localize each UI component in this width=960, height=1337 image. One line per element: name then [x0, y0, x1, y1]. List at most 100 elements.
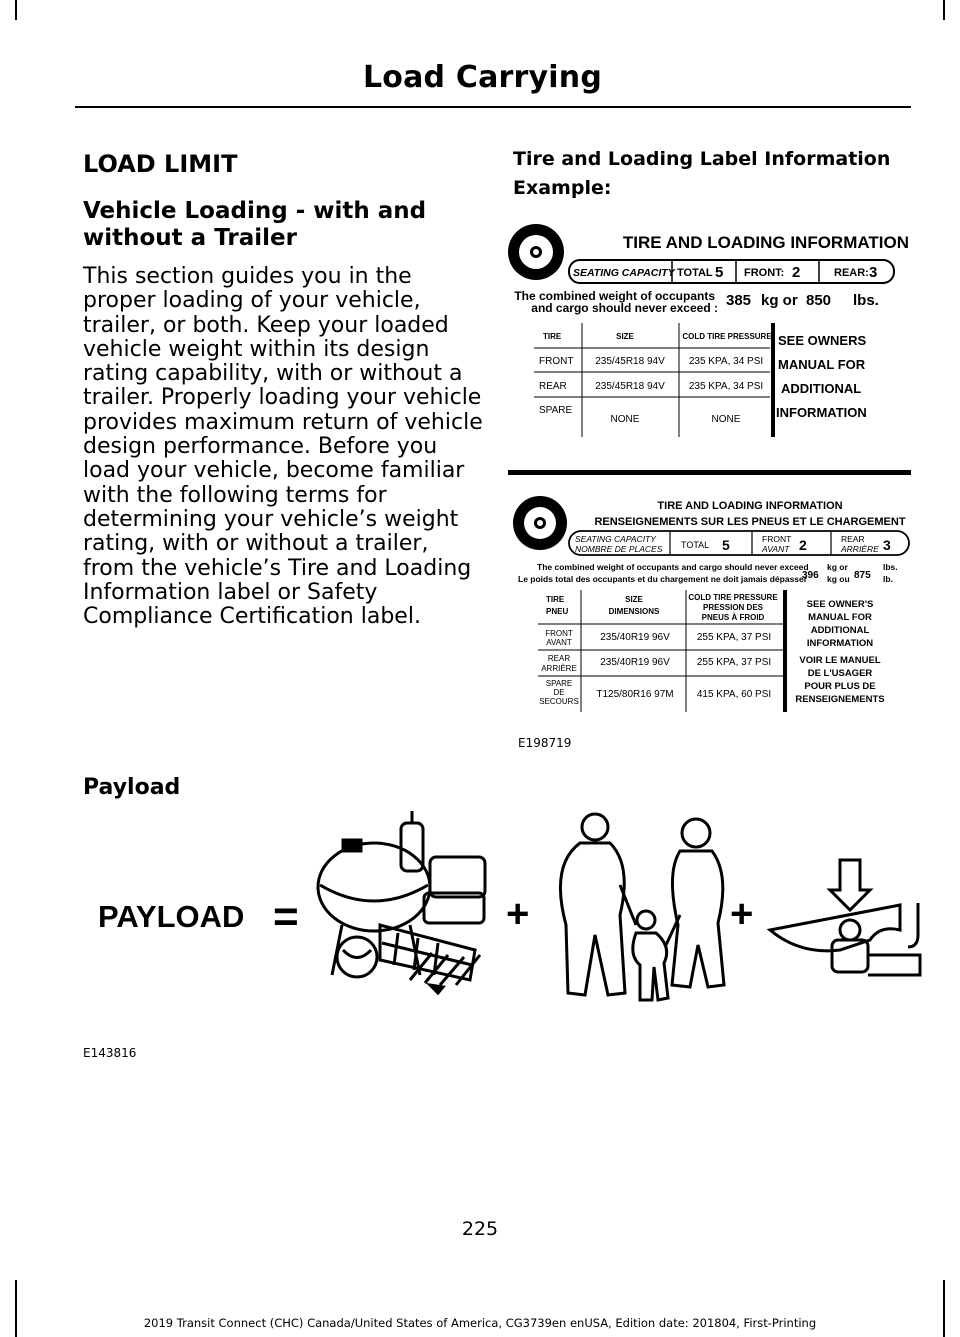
tire-icon — [513, 496, 567, 550]
see-owners-line: ADDITIONAL — [781, 381, 861, 396]
tire-loading-label-bilingual: TIRE AND LOADING INFORMATION RENSEIGNEME… — [513, 496, 910, 712]
figure-code: E198719 — [518, 736, 572, 750]
plus-sign: + — [730, 892, 753, 936]
row-tire: SPARE — [539, 405, 572, 416]
see-manual-line: INFORMATION — [807, 638, 873, 649]
lbs-en: lbs. — [883, 562, 898, 572]
front-label-en: FRONT — [762, 534, 791, 544]
col-tire-en: TIRE — [546, 595, 565, 604]
people-icon — [559, 812, 726, 1002]
seating-capacity-en: SEATING CAPACITY — [575, 534, 657, 544]
tire-loading-label-english: TIRE AND LOADING INFORMATION SEATING CAP… — [508, 224, 909, 437]
total-label: TOTAL : — [677, 267, 719, 279]
front-label: FRONT: — [744, 267, 784, 279]
payload-heading: Payload — [83, 775, 181, 800]
body-paragraph: This section guides you in the proper lo… — [83, 264, 483, 630]
front-value: 2 — [799, 537, 807, 553]
col-pressure-2: PRESSION DES — [703, 603, 764, 612]
see-owners-line: SEE OWNERS — [778, 333, 866, 348]
crop-mark — [943, 0, 945, 20]
kg-or-label: kg or — [761, 292, 798, 309]
label-info-heading: Tire and Loading Label Information — [513, 148, 891, 170]
col-size-en: SIZE — [625, 595, 643, 604]
col-pressure-1: COLD TIRE PRESSURE — [688, 593, 778, 602]
combined-weight-line2: and cargo should never exceed : — [531, 301, 718, 315]
page-number: 225 — [461, 1218, 499, 1240]
rear-value: 3 — [883, 537, 891, 553]
row-pressure: 235 KPA, 34 PSI — [689, 381, 763, 392]
trailer-hitch-icon — [766, 858, 922, 977]
max-load-lbs: 875 — [854, 570, 871, 581]
row-size: 235/45R18 94V — [595, 381, 665, 392]
see-manual-line: POUR PLUS DE — [804, 681, 875, 692]
seating-capacity-label: SEATING CAPACITY — [573, 267, 676, 279]
capacity-box — [568, 530, 910, 556]
col-size-fr: DIMENSIONS — [609, 607, 660, 616]
row-tire-fr: ARRIÈRE — [541, 664, 577, 673]
rear-value: 3 — [869, 264, 877, 281]
max-load-kg: 396 — [802, 570, 819, 581]
col-tire: TIRE — [543, 332, 562, 341]
label-divider — [508, 470, 911, 475]
figure-code: E143816 — [83, 1046, 137, 1060]
total-value: 5 — [715, 264, 723, 281]
lbs-unit: lbs. — [853, 292, 879, 309]
crop-mark — [15, 1280, 17, 1337]
row-tire: FRONT — [539, 356, 573, 367]
payload-word: PAYLOAD — [98, 899, 244, 934]
total-label: TOTAL — [681, 540, 709, 550]
row-tire-fr: SECOURS — [539, 697, 579, 706]
combined-weight-line1: The combined weight of occupants — [514, 289, 715, 303]
label-title-en: TIRE AND LOADING INFORMATION — [657, 500, 842, 512]
header-rule — [75, 106, 911, 108]
label-example-heading: Example: — [513, 177, 612, 199]
combined-weight-en: The combined weight of occupants and car… — [537, 562, 809, 572]
row-size: 235/45R18 94V — [595, 356, 665, 367]
plus-sign: + — [506, 892, 529, 936]
row-pressure: 235 KPA, 34 PSI — [689, 356, 763, 367]
row-pressure: 415 KPA, 60 PSI — [697, 689, 771, 700]
front-value: 2 — [792, 264, 800, 281]
front-label-fr: AVANT — [761, 544, 790, 554]
lb-fr: lb. — [883, 574, 893, 584]
label-title-fr: RENSEIGNEMENTS SUR LES PNEUS ET LE CHARG… — [594, 516, 905, 528]
col-size: SIZE — [616, 332, 634, 341]
equals-sign: = — [273, 892, 299, 941]
row-tire: REAR — [539, 381, 567, 392]
rear-label: REAR: — [834, 267, 869, 279]
page-header-title: Load Carrying — [362, 60, 602, 95]
row-size: NONE — [611, 414, 640, 425]
row-size: 235/40R19 96V — [600, 632, 670, 643]
row-size: 235/40R19 96V — [600, 657, 670, 668]
row-pressure: NONE — [712, 414, 741, 425]
crop-mark — [943, 1280, 945, 1337]
see-manual-line: SEE OWNER'S — [807, 599, 874, 610]
label-title: TIRE AND LOADING INFORMATION — [623, 233, 909, 252]
rear-label-en: REAR — [841, 534, 865, 544]
row-size: T125/80R16 97M — [596, 689, 673, 700]
kg-ou: kg ou — [827, 574, 850, 584]
capacity-box — [568, 259, 895, 284]
cargo-icon — [316, 811, 487, 996]
max-load-lbs: 850 — [806, 292, 831, 309]
seating-capacity-fr: NOMBRE DE PLACES — [575, 544, 663, 554]
max-load-kg: 385 — [726, 292, 751, 309]
col-pressure: COLD TIRE PRESSURE — [682, 332, 772, 341]
row-pressure: 255 KPA, 37 PSI — [697, 657, 771, 668]
page-footer: 2019 Transit Connect (CHC) Canada/United… — [143, 1316, 817, 1330]
rear-label-fr: ARRIÈRE — [840, 544, 879, 554]
see-manual-line: VOIR LE MANUEL — [799, 655, 880, 666]
see-manual-line: DE L'USAGER — [808, 668, 873, 679]
subsection-heading: Vehicle Loading - with and without a Tra… — [83, 198, 427, 251]
section-heading: LOAD LIMIT — [83, 150, 238, 178]
kg-or: kg or — [827, 562, 848, 572]
see-manual-line: RENSEIGNEMENTS — [795, 694, 884, 705]
col-pressure-3: PNEUS À FROID — [702, 613, 765, 622]
crop-mark — [15, 0, 17, 20]
row-pressure: 255 KPA, 37 PSI — [697, 632, 771, 643]
combined-weight-fr: Le poids total des occupants et du charg… — [518, 574, 808, 584]
see-manual-line: MANUAL FOR — [808, 612, 872, 623]
payload-illustration: PAYLOAD = + + — [98, 811, 922, 1002]
row-tire-fr: AVANT — [546, 638, 572, 647]
total-value: 5 — [722, 537, 730, 553]
